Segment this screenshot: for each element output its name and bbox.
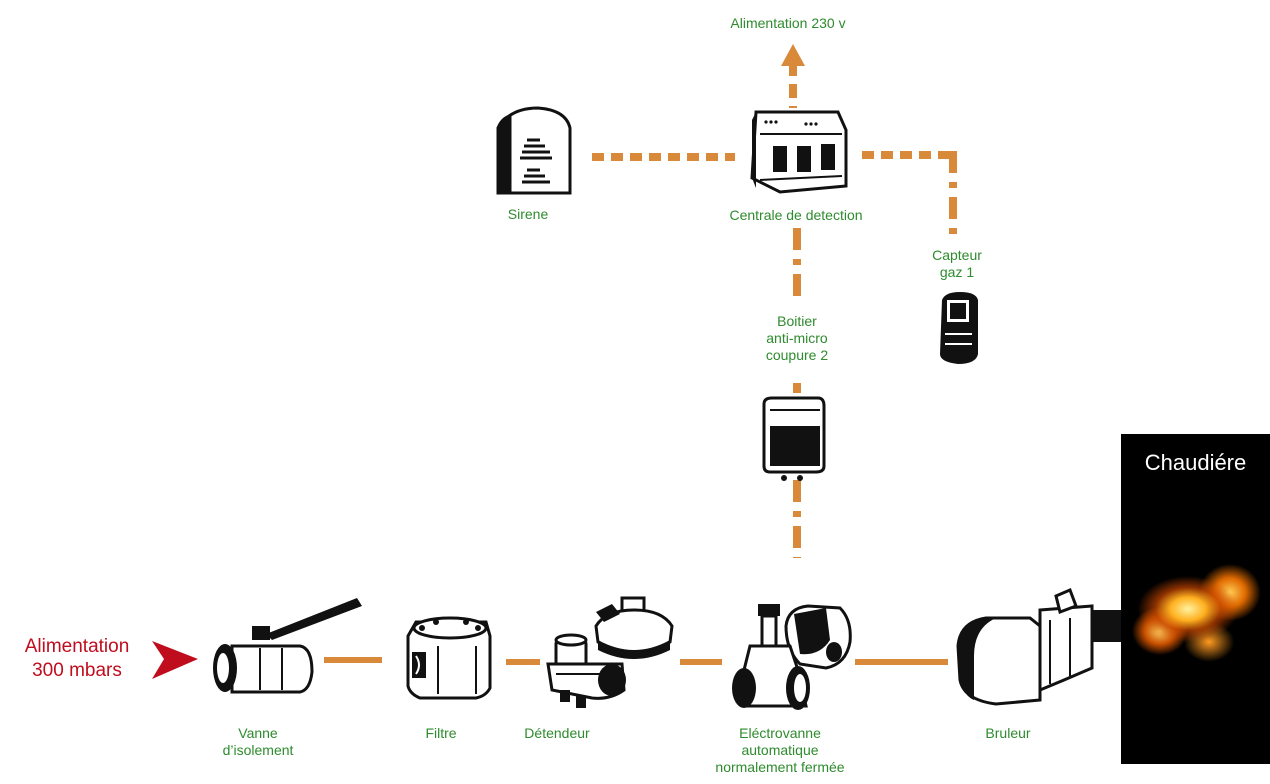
detection-central-icon: [750, 110, 848, 194]
filter-label: Filtre: [425, 725, 457, 741]
central-label: Centrale de detection: [729, 207, 863, 223]
solenoid-label-line3: normalement fermée: [715, 759, 845, 775]
siren-icon: [496, 106, 572, 195]
gas-sensor-icon: [940, 292, 978, 364]
siren-label: Sirene: [507, 206, 549, 222]
burner-icon: [956, 588, 1124, 706]
burner-label: Bruleur: [985, 725, 1031, 741]
sensor-label-line1: Capteur: [932, 247, 982, 263]
wiring: [592, 62, 957, 558]
anti-micro-cut-box-icon: [762, 396, 826, 481]
flame-image: [1125, 554, 1265, 664]
valve-label-line2: d’isolement: [222, 742, 294, 758]
box-label-line3: coupure 2: [765, 347, 829, 363]
power-supply-label: Alimentation 230 v: [730, 15, 846, 31]
ball-valve-icon: [213, 598, 362, 694]
gas-supply-line1: Alimentation: [24, 636, 130, 657]
supply-arrow: [152, 641, 198, 679]
box-label-line2: anti-micro: [766, 330, 828, 346]
sensor-label-line2: gaz 1: [939, 264, 975, 280]
valve-label: Vanne d’isolement: [223, 725, 294, 759]
solenoid-valve-icon: [732, 604, 852, 710]
gas-supply-line2: 300 mbars: [32, 660, 122, 681]
boiler-title: Chaudiére: [1144, 450, 1247, 475]
regulator-label: Détendeur: [524, 725, 590, 741]
gas-filter-icon: [406, 616, 492, 700]
pressure-regulator-icon: [546, 596, 674, 708]
power-arrow: [781, 44, 805, 66]
box-label: Boitier anti-micro coupure 2: [766, 313, 828, 364]
valve-label-line1: Vanne: [238, 725, 278, 741]
solenoid-label-line1: Eléctrovanne: [739, 725, 821, 741]
boiler: Chaudiére: [1121, 434, 1270, 764]
solenoid-label: Eléctrovanne automatique normalement fer…: [715, 725, 844, 776]
box-label-line1: Boitier: [777, 313, 817, 329]
solenoid-label-line2: automatique: [741, 742, 819, 758]
gas-supply-label: Alimentation 300 mbars: [25, 635, 130, 683]
sensor-label: Capteur gaz 1: [932, 247, 982, 281]
gas-pipe: [324, 657, 948, 665]
